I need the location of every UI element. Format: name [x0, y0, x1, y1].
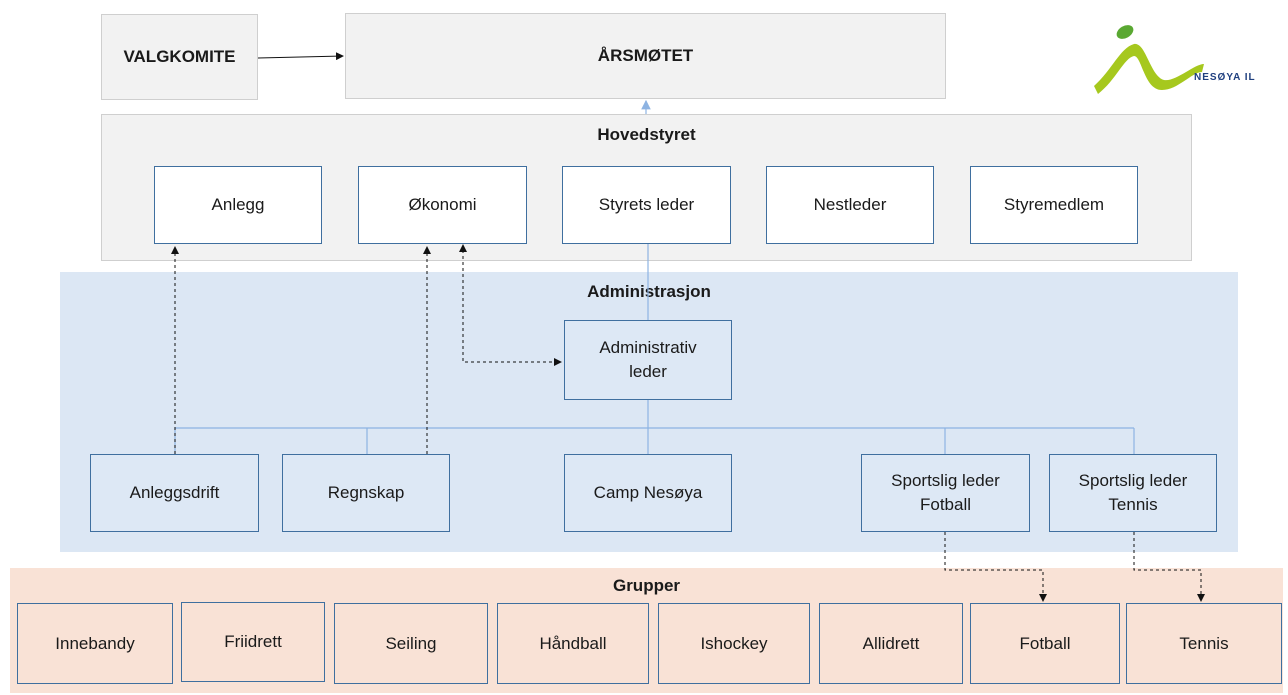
valgkomite-to-arsmotet-arrow — [257, 52, 344, 61]
admin-sportslig-leder-tennis: Sportslig leder Tennis — [1049, 454, 1217, 532]
gruppe-tennis: Tennis — [1126, 603, 1282, 684]
hovedstyret-styrets-leder: Styrets leder — [562, 166, 731, 244]
hovedstyret-okonomi-label: Økonomi — [408, 195, 477, 214]
gruppe-ishockey-label: Ishockey — [700, 633, 768, 653]
arsmotet-label: ÅRSMØTET — [597, 46, 694, 65]
hovedstyret-styremedlem: Styremedlem — [970, 166, 1138, 244]
admin-sportslig-leder-fotball: Sportslig leder Fotball — [861, 454, 1030, 532]
admin-sportslig-leder-fotball-label: Sportslig leder Fotball — [891, 471, 1000, 514]
logo-swoosh-icon — [1094, 25, 1204, 94]
gruppe-fotball: Fotball — [970, 603, 1120, 684]
admin-sportslig-leder-tennis-label: Sportslig leder Tennis — [1078, 471, 1188, 514]
gruppe-tennis-label: Tennis — [1179, 633, 1229, 653]
admin-camp-nesoya: Camp Nesøya — [564, 454, 732, 532]
hovedstyret-styremedlem-label: Styremedlem — [1003, 195, 1105, 214]
admin-anleggsdrift-label: Anleggsdrift — [129, 483, 220, 502]
gruppe-ishockey: Ishockey — [658, 603, 810, 684]
gruppe-handball: Håndball — [497, 603, 649, 684]
nesoya-logo: NESØYA IL — [1090, 20, 1280, 100]
gruppe-allidrett-label: Allidrett — [862, 633, 920, 653]
gruppe-seiling: Seiling — [334, 603, 488, 684]
gruppe-allidrett: Allidrett — [819, 603, 963, 684]
gruppe-innebandy-label: Innebandy — [55, 633, 135, 653]
administrativ-leder-label: Administrativ leder — [599, 338, 697, 381]
gruppe-handball-label: Håndball — [539, 633, 607, 653]
hovedstyret-anlegg: Anlegg — [154, 166, 322, 244]
admin-camp-nesoya-label: Camp Nesøya — [593, 483, 703, 502]
logo-text: NESØYA IL — [1194, 72, 1256, 83]
gruppe-innebandy: Innebandy — [17, 603, 173, 684]
valgkomite-box: VALGKOMITE — [101, 14, 258, 100]
hovedstyret-title: Hovedstyret — [597, 125, 696, 144]
hovedstyret-anlegg-label: Anlegg — [211, 195, 265, 214]
admin-anleggsdrift: Anleggsdrift — [90, 454, 259, 532]
admin-regnskap: Regnskap — [282, 454, 450, 532]
hovedstyret-styrets-leder-label: Styrets leder — [598, 195, 695, 214]
administrativ-leder: Administrativ leder — [564, 320, 732, 400]
hovedstyret-nestleder-label: Nestleder — [813, 195, 887, 214]
gruppe-seiling-label: Seiling — [385, 633, 437, 653]
arsmotet-box: ÅRSMØTET — [345, 13, 946, 99]
grupper-title: Grupper — [612, 576, 681, 595]
hovedstyret-okonomi: Økonomi — [358, 166, 527, 244]
hovedstyret-nestleder: Nestleder — [766, 166, 934, 244]
admin-regnskap-label: Regnskap — [327, 483, 405, 502]
valgkomite-label: VALGKOMITE — [123, 47, 236, 66]
gruppe-friidrett: Friidrett — [181, 602, 325, 682]
administrasjon-title: Administrasjon — [587, 282, 711, 301]
gruppe-friidrett-label: Friidrett — [224, 632, 282, 651]
gruppe-fotball-label: Fotball — [1019, 633, 1071, 653]
